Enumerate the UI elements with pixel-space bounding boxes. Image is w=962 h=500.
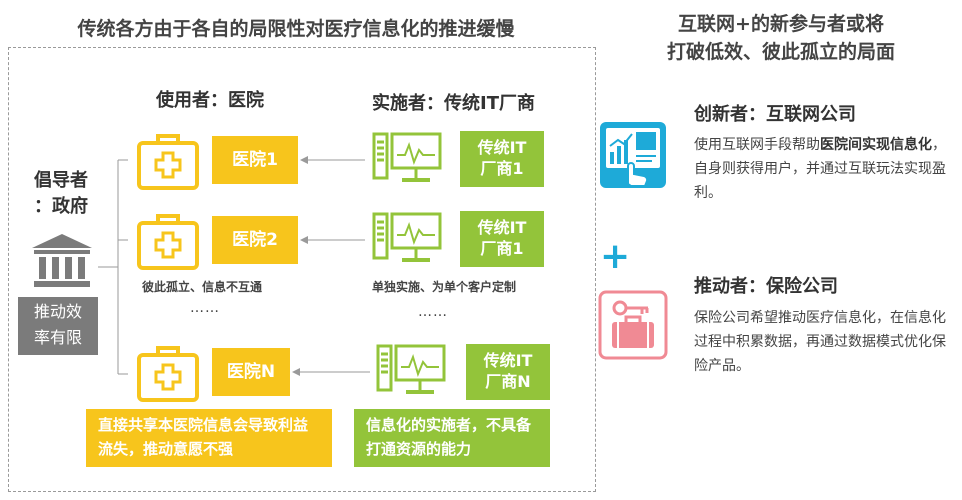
right-title: 互联网+的新参与者或将 打破低效、彼此孤立的局面 bbox=[600, 10, 962, 66]
medical-kit-icon-1 bbox=[137, 134, 199, 190]
right-title-line-2: 打破低效、彼此孤立的局面 bbox=[666, 41, 895, 63]
vendor-box-n-line-2: 厂商N bbox=[485, 372, 531, 391]
innovator-desc-bold: 医院间实现信息化 bbox=[820, 137, 932, 153]
vendor-box-n: 传统IT 厂商N bbox=[466, 344, 550, 400]
hospital-box-1: 医院1 bbox=[212, 136, 298, 184]
computer-monitor-icon-1 bbox=[372, 132, 442, 182]
vendor-ellipsis: …… bbox=[418, 304, 448, 320]
vendor-box-1-line-2: 厂商1 bbox=[480, 159, 524, 178]
medical-kit-icon-2 bbox=[137, 214, 199, 270]
government-limit-box: 推动效 率有限 bbox=[18, 297, 98, 355]
vendor-box-1-line-1: 传统IT bbox=[477, 138, 527, 157]
arrow-head-1 bbox=[300, 156, 308, 164]
computer-monitor-icon-2 bbox=[372, 212, 442, 262]
innovator-description: 使用互联网手段帮助医院间实现信息化，自身则获得用户，并通过互联玩法实现盈利。 bbox=[694, 133, 952, 205]
hospital-box-n: 医院N bbox=[212, 348, 290, 396]
promoter-title: 推动者：保险公司 bbox=[694, 276, 838, 297]
hospital-ellipsis: …… bbox=[190, 300, 220, 316]
innovator-desc-post: ，自身则获得用户，并通过互联玩法实现盈利。 bbox=[694, 137, 946, 201]
medical-kit-icon-n bbox=[137, 346, 199, 402]
tablet-chart-icon bbox=[600, 122, 666, 188]
vendor-header: 实施者：传统IT厂商 bbox=[372, 93, 535, 114]
bank-icon bbox=[32, 234, 92, 287]
hospital-bottom-note: 直接共享本医院信息会导致利益流失，推动意愿不强 bbox=[86, 409, 332, 467]
vendor-box-2-line-1: 传统IT bbox=[477, 218, 527, 237]
vendor-box-1: 传统IT 厂商1 bbox=[460, 131, 544, 187]
government-label-line-2: ：政府 bbox=[34, 196, 88, 217]
government-label: 倡导者 ：政府 bbox=[34, 168, 88, 220]
arrow-head-n bbox=[292, 368, 300, 376]
vendor-box-2-line-2: 厂商1 bbox=[480, 239, 524, 258]
government-box-line-1: 推动效 bbox=[33, 302, 82, 321]
vendor-bottom-note: 信息化的实施者，不具备打通资源的能力 bbox=[354, 409, 550, 467]
arrow-head-2 bbox=[300, 236, 308, 244]
hospital-box-2: 医院2 bbox=[212, 216, 298, 264]
diagram-frame bbox=[8, 47, 596, 492]
left-title: 传统各方由于各自的局限性对医疗信息化的推进缓慢 bbox=[77, 18, 515, 40]
promoter-description: 保险公司希望推动医疗信息化，在信息化过程中积累数据，再通过数据模式优化保险产品。 bbox=[694, 310, 946, 374]
briefcase-key-icon bbox=[598, 290, 668, 360]
hospital-note: 彼此孤立、信息不互通 bbox=[142, 280, 263, 294]
government-box-line-2: 率有限 bbox=[33, 328, 82, 347]
connector-lines bbox=[98, 156, 370, 376]
user-header: 使用者：医院 bbox=[156, 90, 264, 111]
right-title-line-1: 互联网+的新参与者或将 bbox=[678, 13, 884, 35]
government-label-line-1: 倡导者 bbox=[34, 170, 88, 191]
innovator-title: 创新者：互联网公司 bbox=[694, 104, 856, 125]
plus-sign: + bbox=[600, 236, 631, 277]
computer-monitor-icon-n bbox=[376, 344, 446, 394]
innovator-desc-pre: 使用互联网手段帮助 bbox=[694, 137, 820, 153]
vendor-box-n-line-1: 传统IT bbox=[483, 351, 533, 370]
vendor-note: 单独实施、为单个客户定制 bbox=[372, 280, 517, 294]
vendor-box-2: 传统IT 厂商1 bbox=[460, 211, 544, 267]
